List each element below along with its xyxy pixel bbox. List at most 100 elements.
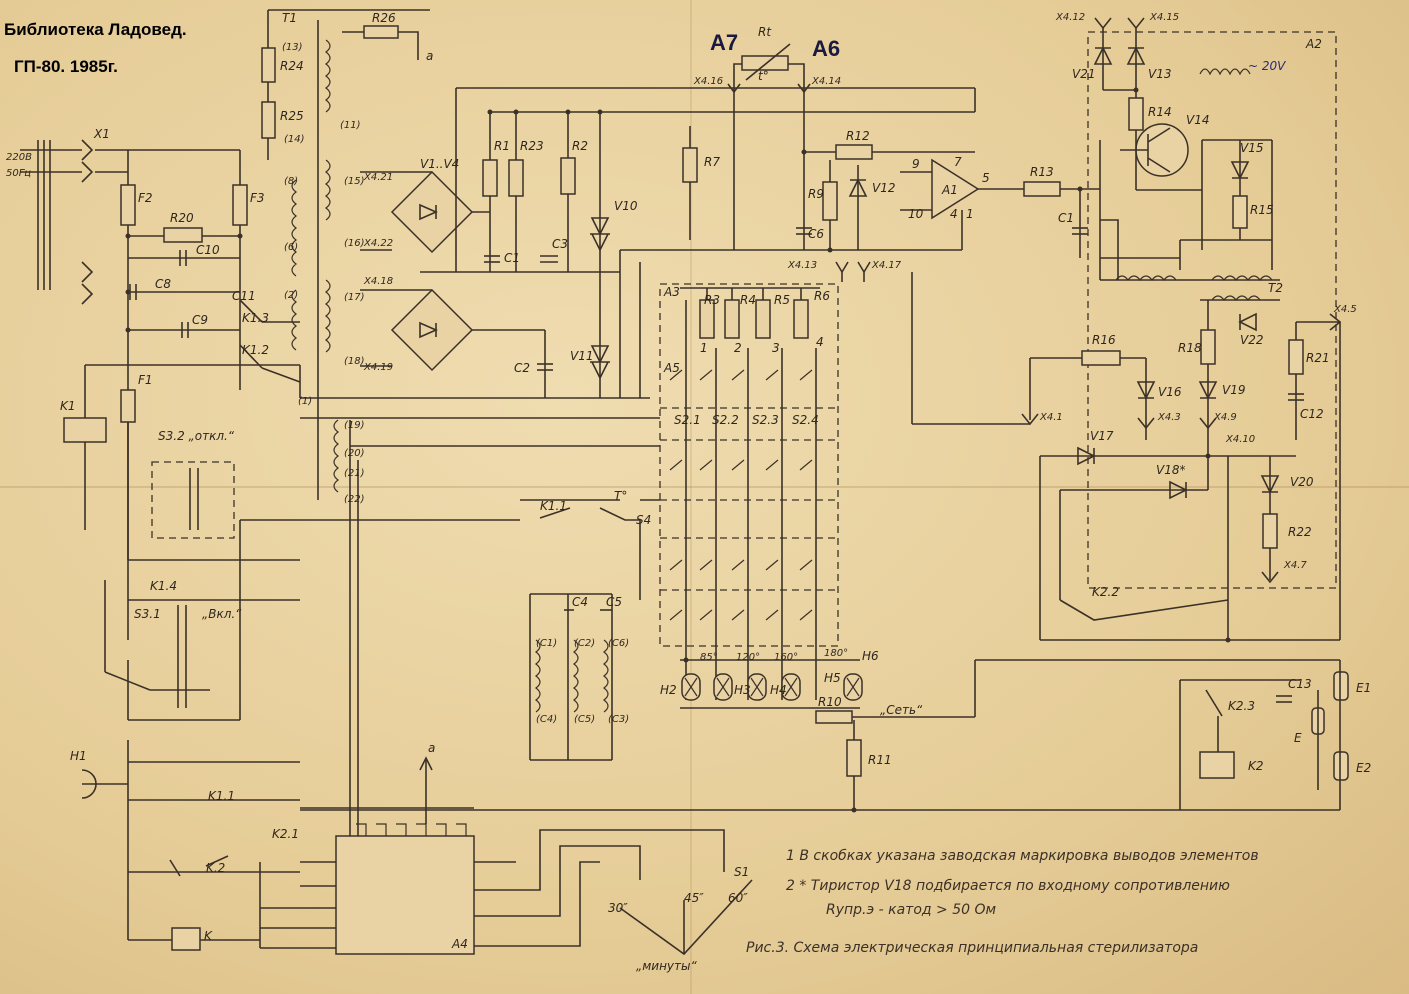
switch-array-a3 (240, 283, 839, 700)
label-c9: C9 (192, 313, 208, 327)
label-k11b: K1.1 (208, 789, 235, 803)
label-r10: R10 (818, 695, 842, 709)
label-k2b: K2 (1248, 759, 1264, 773)
label-pin9: 9 (912, 157, 920, 171)
label-x418: X4.18 (363, 276, 393, 287)
resistor-r10 (815, 710, 853, 724)
label-r16: R16 (1092, 333, 1116, 347)
label-c10: C10 (196, 243, 220, 257)
label-pin1: 1 (966, 207, 974, 221)
label-k11: K1.1 (540, 499, 567, 513)
label-n2: 2 (734, 341, 742, 355)
label-r23: R23 (520, 139, 544, 153)
marker-a6: A6 (812, 36, 840, 61)
fuse-f2 (120, 184, 136, 226)
label-w13: (13) (282, 42, 303, 53)
resistor-r6 (793, 299, 809, 339)
label-a5: A5 (663, 361, 680, 375)
label-w22: (22) (344, 494, 365, 505)
resistor-r20 (163, 227, 203, 243)
label-v17: V17 (1090, 429, 1114, 443)
label-r21: R21 (1306, 351, 1330, 365)
label-w19: (19) (344, 420, 365, 431)
label-a3: A3 (663, 285, 680, 299)
resistor-r24 (261, 47, 276, 83)
rectifier-v21-v13 (1087, 17, 1337, 589)
label-v10: V10 (614, 199, 638, 213)
component-labels: 220В 50Гц X1 F2 F3 R20 C10 C8 C11 C9 K1.… (6, 11, 1371, 973)
label-w6: (6) (284, 242, 298, 253)
label-x415: X4.15 (1149, 12, 1179, 23)
note-1: 1 В скобках указана заводская маркировка… (786, 848, 1259, 864)
label-a4: A4 (451, 937, 468, 951)
label-t180: 180° (824, 648, 848, 659)
resistor-r21 (1288, 339, 1304, 375)
label-r9: R9 (808, 187, 824, 201)
label-cc1: (C1) (536, 638, 557, 649)
diode-bridge-2 (390, 288, 474, 372)
label-v20-annotation: ~ 20V (1248, 59, 1286, 73)
timer-a4-body (335, 835, 475, 955)
label-w11: (11) (340, 120, 361, 131)
notes-block: 1 В скобках указана заводская маркировка… (746, 848, 1259, 956)
resistor-r13 (1023, 181, 1061, 197)
marker-a7: A7 (710, 30, 738, 55)
label-r12: R12 (846, 129, 870, 143)
label-w15: (15) (344, 176, 365, 187)
label-c3: C3 (552, 237, 568, 251)
label-k12: K1.2 (242, 343, 269, 357)
label-k1: K1 (60, 399, 76, 413)
label-w16: (16) (344, 238, 365, 249)
note-2b: Rупр.э - катод > 50 Ом (826, 902, 996, 918)
label-c6: C6 (808, 227, 824, 241)
label-s1: S1 (734, 865, 749, 879)
label-v20: V20 (1290, 475, 1314, 489)
label-w18: (18) (344, 356, 365, 367)
resistor-r25 (261, 101, 276, 139)
library-title: Библиотека Ладовед. (4, 20, 187, 39)
label-w20: (20) (344, 448, 365, 459)
resistor-r4 (724, 299, 740, 339)
label-s21: S2.1 (674, 413, 701, 427)
resistor-r18 (1200, 329, 1216, 365)
label-s32: S3.2 „откл.“ (158, 429, 235, 443)
label-e1: E1 (1356, 681, 1371, 695)
label-s24: S2.4 (792, 413, 819, 427)
label-a-top: a (426, 49, 433, 63)
label-t1: T1 (282, 11, 297, 25)
label-x414: X4.14 (811, 76, 841, 87)
label-k14: K1.4 (150, 579, 177, 593)
label-c2: C2 (514, 361, 530, 375)
label-r5: R5 (774, 293, 790, 307)
label-f2: F2 (138, 191, 153, 205)
label-h1: H1 (70, 749, 87, 763)
label-x419: X4.19 (363, 362, 393, 373)
label-r25: R25 (280, 109, 304, 123)
resistor-r1 (482, 159, 498, 197)
label-r24: R24 (280, 59, 304, 73)
label-w1: (1) (298, 396, 312, 407)
label-r4: R4 (740, 293, 756, 307)
label-x417: X4.17 (871, 260, 902, 271)
fuse-f3 (232, 184, 248, 226)
label-x47: X4.7 (1283, 560, 1307, 571)
indicator-lamps (680, 659, 976, 810)
resistor-r23 (508, 159, 524, 197)
label-x412: X4.12 (1055, 12, 1085, 23)
label-k23: K2.3 (1228, 699, 1255, 713)
label-x421: X4.21 (363, 172, 393, 183)
label-rt: Rt (758, 25, 772, 39)
label-r22: R22 (1288, 525, 1312, 539)
label-supply-freq: 50Гц (6, 168, 31, 179)
label-r13: R13 (1030, 165, 1054, 179)
label-r15: R15 (1250, 203, 1274, 217)
label-v16: V16 (1158, 385, 1182, 399)
label-k: K (204, 929, 213, 943)
fuse-f1 (120, 389, 136, 423)
label-e: E (1294, 731, 1302, 745)
label-k13: K1.3 (242, 311, 269, 325)
label-v21: V21 (1072, 67, 1095, 81)
label-c1b: C1 (1058, 211, 1074, 225)
label-k21: K2.1 (272, 827, 299, 841)
label-h6: H6 (862, 649, 879, 663)
